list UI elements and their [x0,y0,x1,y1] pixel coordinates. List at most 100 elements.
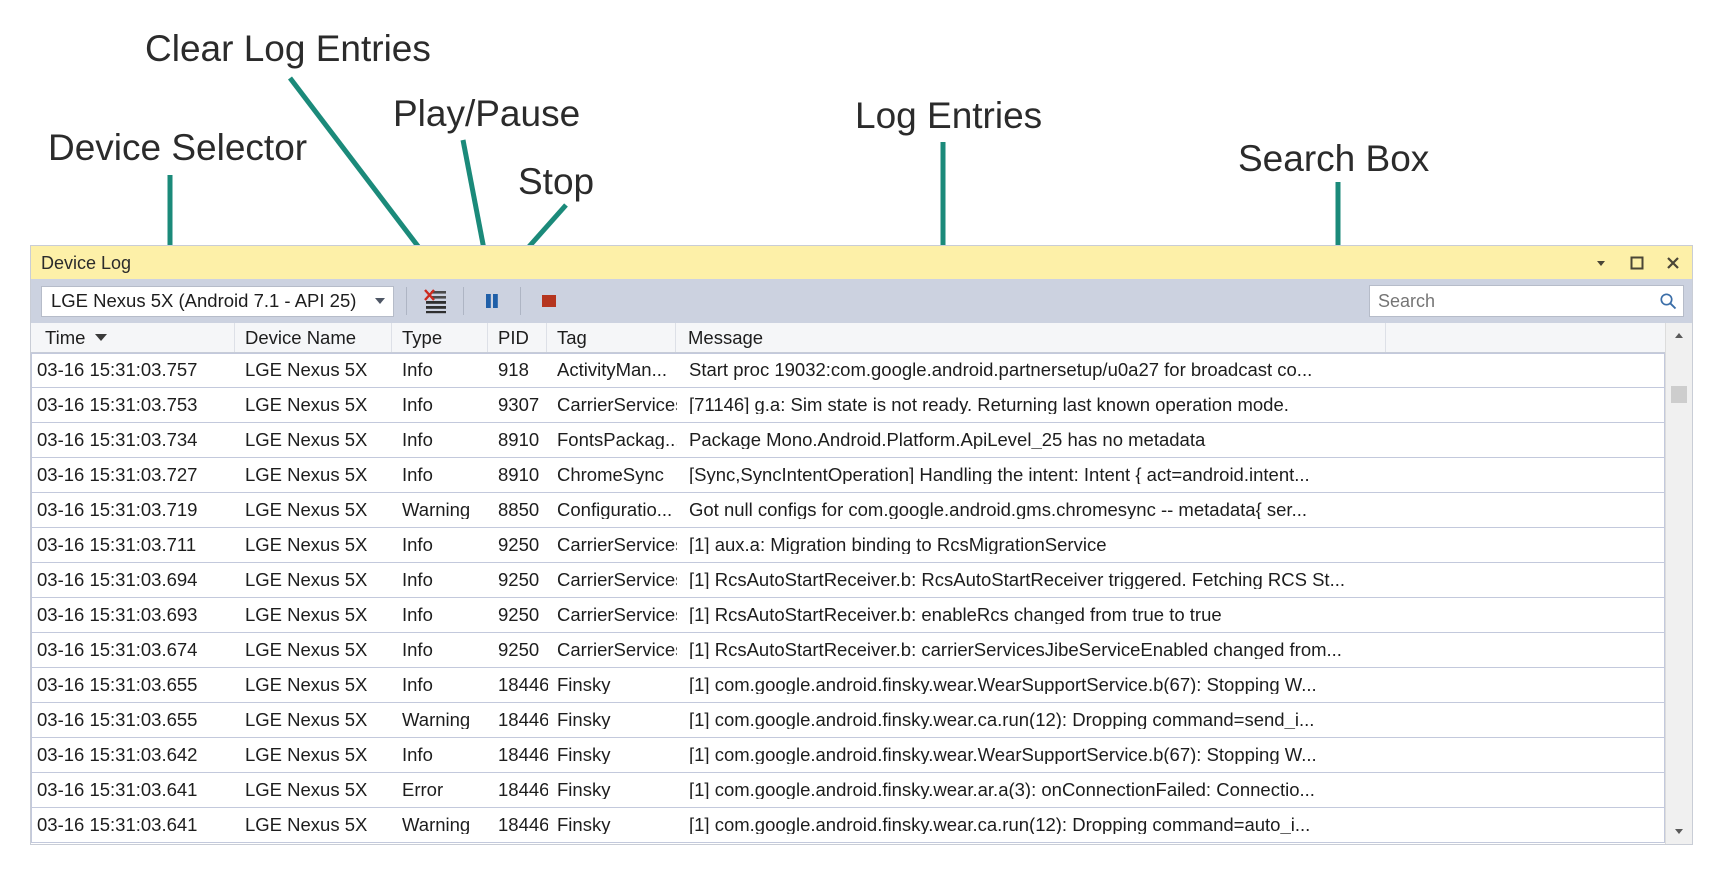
cell-time: 03-16 15:31:03.655 [37,710,198,730]
scroll-down-arrow-icon[interactable] [1666,818,1692,844]
cell-time: 03-16 15:31:03.641 [37,815,198,835]
cell-tag: CarrierServices [557,535,677,555]
cell-time: 03-16 15:31:03.727 [37,465,198,485]
search-icon[interactable] [1653,286,1683,316]
cell-pid: 9307 [498,395,540,415]
play-pause-button[interactable] [476,285,508,317]
cell-tag: Finsky [557,745,611,765]
cell-time: 03-16 15:31:03.655 [37,675,198,695]
cell-message: Start proc 19032:com.google.android.part… [689,361,1313,380]
column-header-device-name[interactable]: Device Name [235,323,392,352]
cell-pid: 9250 [498,640,540,660]
cell-pid: 18446 [498,815,548,835]
vertical-scrollbar[interactable] [1665,323,1692,844]
cell-pid: 18446 [498,780,548,800]
cell-time: 03-16 15:31:03.641 [37,780,198,800]
toolbar-separator-3 [520,287,521,315]
column-header-time[interactable]: Time [31,323,235,352]
column-header-pid-label: PID [498,326,529,348]
cell-tag: Configuratio... [557,500,673,520]
cell-type: Info [402,640,433,660]
cell-message: Package Mono.Android.Platform.ApiLevel_2… [689,430,1206,450]
cell-tag: CarrierServices [557,570,677,590]
annotation-play-pause: Play/Pause [393,93,581,134]
cell-device: LGE Nexus 5X [245,605,368,625]
cell-type: Info [402,395,433,415]
cell-pid: 9250 [498,570,540,590]
cell-device: LGE Nexus 5X [245,780,368,800]
device-log-toolbar: LGE Nexus 5X (Android 7.1 - API 25) [31,279,1692,323]
cell-tag: CarrierServices [557,640,677,660]
cell-time: 03-16 15:31:03.642 [37,745,198,765]
cell-type: Info [402,361,433,380]
cell-pid: 8850 [498,500,540,520]
cell-device: LGE Nexus 5X [245,395,368,415]
cell-device: LGE Nexus 5X [245,500,368,520]
stop-button[interactable] [533,285,565,317]
column-header-pid[interactable]: PID [488,323,547,352]
cell-type: Info [402,745,433,765]
chevron-down-icon [375,298,385,304]
column-header-tag-label: Tag [557,326,587,348]
search-box[interactable] [1369,285,1684,317]
cell-type: Info [402,430,433,450]
scroll-up-arrow-icon[interactable] [1666,323,1692,349]
toolbar-separator-2 [463,287,464,315]
cell-tag: ChromeSync [557,465,664,485]
cell-message: [1] com.google.android.finsky.wear.ca.ru… [689,815,1311,835]
cell-pid: 9250 [498,605,540,625]
cell-tag: Finsky [557,675,611,695]
cell-message: [1] RcsAutoStartReceiver.b: carrierServi… [689,640,1342,660]
window-maximize-icon[interactable] [1624,250,1650,276]
cell-message: [1] aux.a: Migration binding to RcsMigra… [689,535,1107,555]
cell-pid: 18446 [498,675,548,695]
toolbar-separator-1 [406,287,407,315]
cell-message: [1] com.google.android.finsky.wear.WearS… [689,745,1317,765]
scrollbar-thumb[interactable] [1671,386,1687,403]
cell-device: LGE Nexus 5X [245,675,368,695]
cell-tag: Finsky [557,780,611,800]
tool-window-title: Device Log [41,252,132,273]
cell-message: Got null configs for com.google.android.… [689,500,1307,520]
column-header-type-label: Type [402,326,443,348]
column-header-type[interactable]: Type [392,323,488,352]
cell-message: [1] RcsAutoStartReceiver.b: RcsAutoStart… [689,570,1345,590]
cell-message: [1] com.google.android.finsky.wear.WearS… [689,675,1317,695]
cell-type: Info [402,675,433,695]
cell-message: [1] RcsAutoStartReceiver.b: enableRcs ch… [689,605,1222,625]
cell-type: Info [402,570,433,590]
cell-type: Info [402,465,433,485]
column-header-time-label: Time [45,326,86,348]
tool-window-titlebar: Device Log [31,246,1692,279]
table-row[interactable]: 03-16 15:31:03.655 LGE Nexus 5X Info 18446 F… [31,668,1665,703]
cell-message: [1] com.google.android.finsky.wear.ca.ru… [689,710,1315,730]
column-header-tag[interactable]: Tag [547,323,676,352]
column-header-message[interactable]: Message [676,323,1386,352]
cell-device: LGE Nexus 5X [245,361,368,380]
window-close-icon[interactable] [1660,250,1686,276]
cell-pid: 8910 [498,430,540,450]
cell-message: [71146] g.a: Sim state is not ready. Ret… [689,395,1289,415]
clear-log-entries-button[interactable] [419,285,451,317]
column-header-filler[interactable] [1386,323,1665,352]
search-input[interactable] [1370,286,1653,316]
device-selector-dropdown[interactable]: LGE Nexus 5X (Android 7.1 - API 25) [41,285,394,317]
cell-time: 03-16 15:31:03.693 [37,605,198,625]
cell-message: [1] com.google.android.finsky.wear.ar.a(… [689,780,1315,800]
window-menu-chevron-down-icon[interactable] [1588,250,1614,276]
cell-pid: 918 [498,361,529,380]
